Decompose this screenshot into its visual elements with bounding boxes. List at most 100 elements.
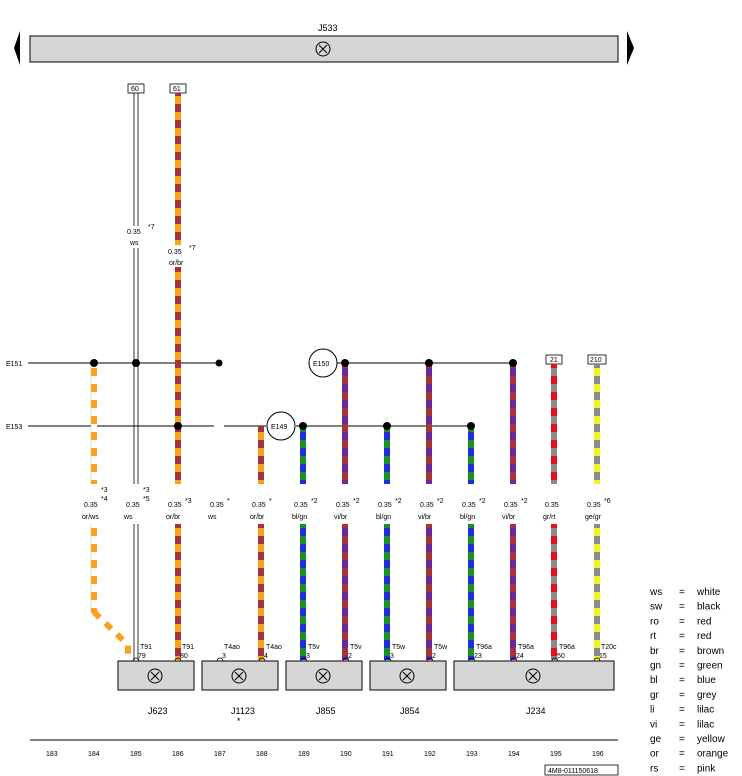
- pin-number: 50: [557, 653, 565, 660]
- wire-label-lower: 0.35*2bl/gn: [290, 484, 318, 524]
- pin-connector: T5w: [434, 644, 448, 651]
- drawing-reference: 4M8-011150618: [544, 764, 619, 776]
- component-e149: E149: [266, 411, 296, 441]
- junction-dots: [90, 359, 517, 430]
- track-number: 189: [298, 751, 310, 758]
- wire-size: 0.35: [84, 502, 98, 509]
- svg-text:61: 61: [173, 86, 181, 93]
- wire-label-lower: 0.35*6 ge/gr: [583, 484, 611, 524]
- track-number: 188: [256, 751, 268, 758]
- pin-socket-icon: [258, 657, 266, 662]
- wire-color: or/br: [250, 514, 265, 521]
- wire-size: 0.35: [504, 502, 518, 509]
- wire-color: ws: [207, 514, 217, 521]
- legend-row: rs=pink: [650, 763, 716, 774]
- wire-size: 0.35: [545, 502, 559, 509]
- legend-name: red: [697, 616, 711, 627]
- wire-size: 0.35: [420, 502, 434, 509]
- legend-name: pink: [697, 763, 716, 774]
- legend-row: li=lilac: [650, 705, 714, 716]
- pin-connector: T96a: [559, 644, 575, 651]
- wire-color: vi/br: [418, 514, 432, 521]
- pin-connector: T5v: [350, 644, 362, 651]
- legend-code: ge: [650, 734, 662, 745]
- wire-note: *4: [101, 496, 108, 503]
- legend-equals: =: [679, 587, 685, 598]
- wire-185-ws: [133, 93, 139, 660]
- legend-equals: =: [679, 646, 685, 657]
- pin-connector: T96a: [476, 644, 492, 651]
- legend-name: lilac: [697, 705, 714, 716]
- wire-color: ge/gr: [585, 514, 602, 521]
- legend-name: green: [697, 661, 723, 672]
- pin-number: 2: [348, 653, 352, 660]
- terminal-210: 210: [587, 354, 607, 365]
- wire-186-orbr: [175, 93, 181, 660]
- pin-connector: T4ao: [224, 644, 240, 651]
- pin-connector: T96a: [518, 644, 534, 651]
- legend-code: or: [650, 749, 660, 760]
- svg-text:E150: E150: [313, 361, 329, 368]
- wire-193-blgn: [468, 426, 474, 660]
- svg-text:*7: *7: [189, 245, 196, 252]
- wire-label-upper-ws: 0.35 *7 ws: [126, 224, 155, 248]
- track-number: 185: [130, 751, 142, 758]
- svg-text:E149: E149: [271, 424, 287, 431]
- wire-color: bl/gn: [376, 514, 391, 521]
- wire-note: *3: [185, 498, 192, 505]
- legend-equals: =: [679, 719, 685, 730]
- legend-code: gn: [650, 661, 661, 672]
- svg-text:ws: ws: [129, 240, 139, 247]
- wire-note: *3: [143, 487, 150, 494]
- wire-note: *: [227, 498, 230, 505]
- svg-text:*7: *7: [148, 224, 155, 231]
- wire-size: 0.35: [587, 502, 601, 509]
- track-number: 192: [424, 751, 436, 758]
- wire-note: *2: [521, 498, 528, 505]
- legend-code: ro: [650, 616, 659, 627]
- legend-code: li: [650, 705, 654, 716]
- track-number: 187: [214, 751, 226, 758]
- legend-row: gn=green: [650, 661, 723, 672]
- j533-label: J533: [318, 23, 338, 33]
- wire-size: 0.35: [378, 502, 392, 509]
- wire-label-lower: 0.35*3or/br: [164, 484, 192, 524]
- wire-188-orbr: [258, 426, 264, 660]
- svg-text:21: 21: [550, 357, 558, 364]
- legend-name: lilac: [697, 719, 714, 730]
- pin-socket-icon: [216, 657, 224, 662]
- pin-connector: T5v: [308, 644, 320, 651]
- pin-number: 15: [599, 653, 607, 660]
- legend-equals: =: [679, 602, 685, 613]
- track-number: 195: [550, 751, 562, 758]
- terminal-61: 61: [169, 83, 187, 94]
- wire-color: vi/br: [502, 514, 516, 521]
- pin-number: 3: [390, 653, 394, 660]
- wire-label-lower: 0.35*or/br: [248, 484, 276, 524]
- wire-size: 0.35: [210, 502, 224, 509]
- legend-row: gr=grey: [650, 690, 716, 701]
- legend-row: ws=white: [649, 587, 721, 598]
- wire-note: *5: [143, 496, 150, 503]
- track-number: 183: [46, 751, 58, 758]
- legend-row: rt=red: [650, 631, 711, 642]
- wire-note: *6: [604, 498, 611, 505]
- wire-note: *: [269, 498, 272, 505]
- legend-code: ws: [649, 587, 662, 598]
- legend-name: blue: [697, 675, 716, 686]
- legend-name: brown: [697, 646, 724, 657]
- pin-number: 2: [432, 653, 436, 660]
- wire-size: 0.35: [336, 502, 350, 509]
- legend-equals: =: [679, 675, 685, 686]
- svg-text:J623: J623: [148, 706, 168, 716]
- color-legend: ws=whitesw=blackro=redrt=redbr=browngn=g…: [649, 587, 729, 774]
- connector-pins: T9179T9180T4ao3T4ao4T5v3T5v2T5w3T5w2T96a…: [132, 644, 617, 662]
- terminal-60: 60: [127, 83, 145, 94]
